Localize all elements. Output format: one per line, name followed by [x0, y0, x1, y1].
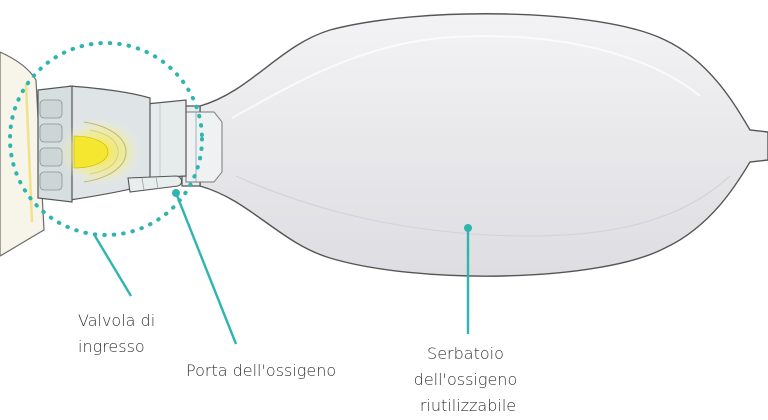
- callout-lines: [93, 192, 470, 345]
- inlet-valve-callout-line: [93, 235, 133, 297]
- reservoir-label-line-3: riutilizzabile: [420, 396, 516, 415]
- reservoir-label-line-2: dell'ossigeno: [414, 370, 518, 389]
- inlet-valve-highlight: [8, 41, 204, 237]
- inlet-valve-label: Valvola di ingresso: [78, 311, 160, 356]
- oxygen-port-callout-dot: [172, 189, 180, 197]
- oxygen-port-callout-line: [174, 192, 238, 345]
- face-mask: [0, 51, 45, 257]
- oxygen-reservoir-bag: [181, 13, 768, 277]
- oxygen-port-label: Porta dell'ossigeno: [186, 361, 336, 380]
- reservoir-callout-dot: [464, 224, 472, 232]
- inlet-valve-label-line-2: ingresso: [78, 337, 145, 356]
- reservoir-label: Serbatoio dell'ossigeno riutilizzabile: [414, 344, 523, 415]
- inlet-valve-label-line-1: Valvola di: [78, 311, 155, 330]
- reservoir-label-line-1: Serbatoio: [427, 344, 504, 363]
- inlet-valve: [37, 85, 187, 203]
- oxygen-port: [127, 175, 183, 193]
